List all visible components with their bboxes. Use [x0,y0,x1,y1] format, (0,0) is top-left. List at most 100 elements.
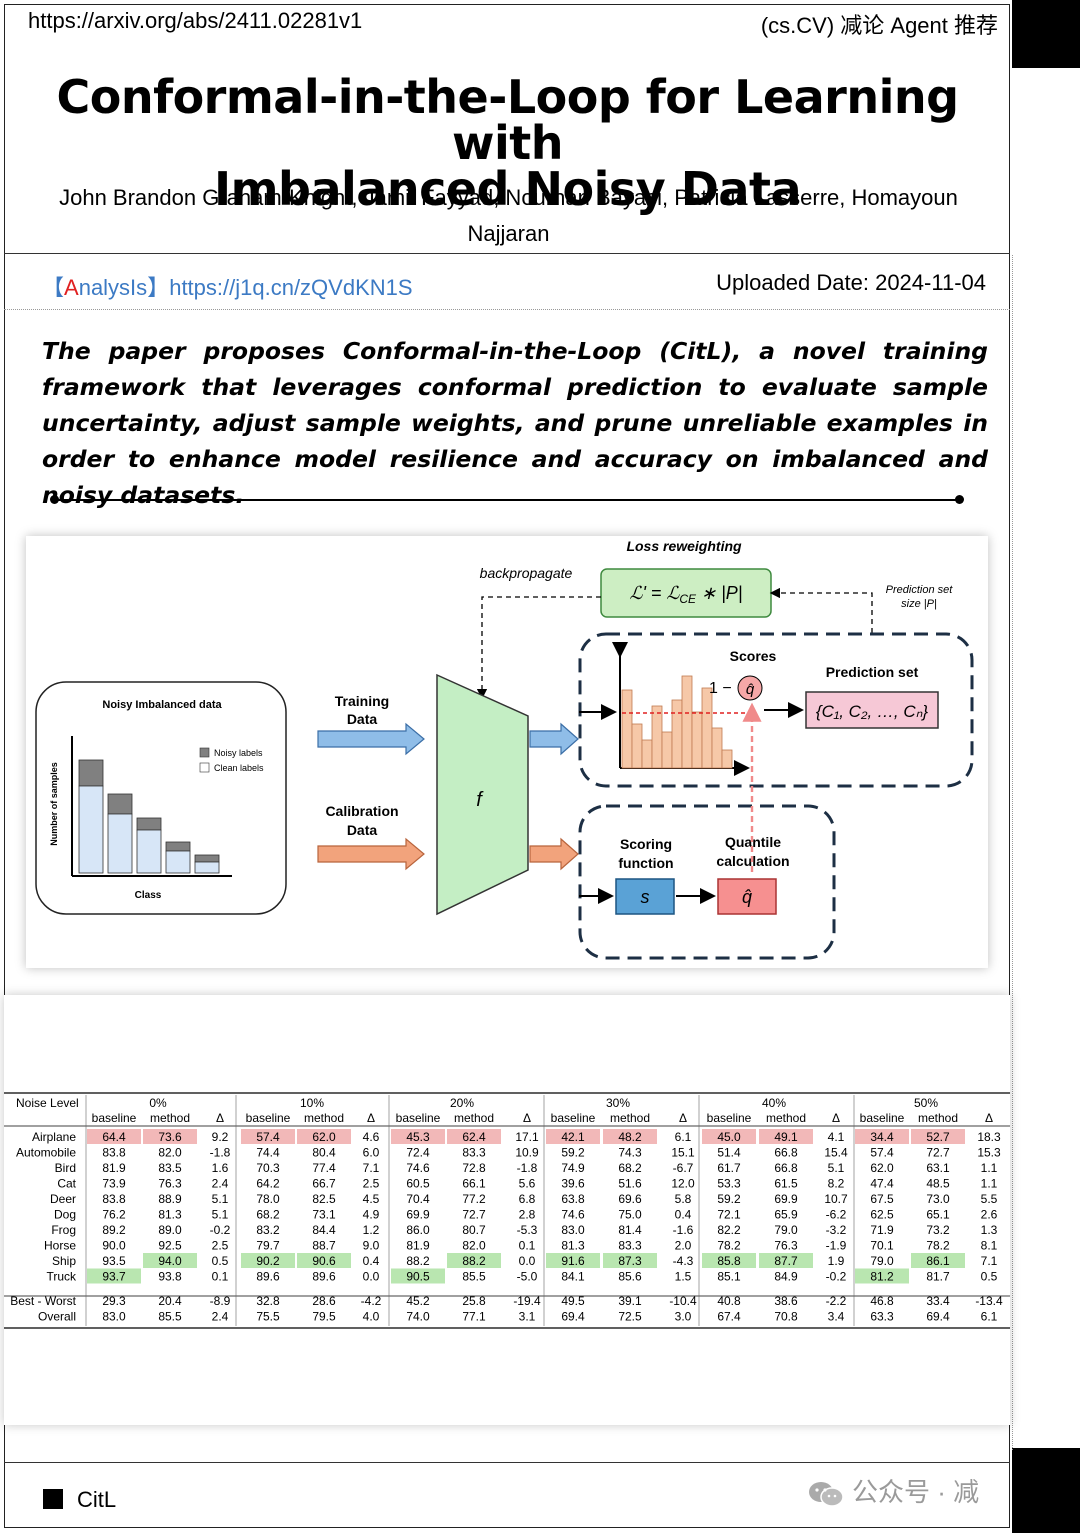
table-cell: -5.3 [517,1223,538,1237]
summary-cell: 74.0 [406,1310,430,1324]
table-cell: 51.4 [717,1146,741,1160]
summary-cell: 85.5 [158,1310,182,1324]
table-cell: 45.3 [406,1130,430,1144]
table-cell: 2.4 [212,1177,229,1191]
summary-cell: 3.1 [519,1310,536,1324]
highlight-cell [143,1253,197,1268]
summary-cell: 69.4 [561,1310,585,1324]
highlight-cell [702,1253,756,1268]
clean-bar-1 [78,785,104,874]
calib-label-1: Calibration [325,803,398,819]
summary-cell: 40.8 [717,1294,741,1308]
arxiv-url[interactable]: https://arxiv.org/abs/2411.02281v1 [28,8,363,33]
table-cell: 72.8 [462,1161,486,1175]
footer-label: CitL [77,1487,117,1512]
table-cell: 83.0 [561,1223,585,1237]
table-cell: 1.5 [675,1270,692,1284]
table-cell: 2.6 [981,1208,998,1222]
summary-cell: 46.8 [870,1294,894,1308]
legend-clean: Clean labels [214,763,264,773]
table-cell: 78.2 [926,1239,950,1253]
table-cell: 47.4 [870,1177,894,1191]
pred-set-box [805,691,939,729]
table-cell: 76.3 [774,1239,798,1253]
table-cell: 89.0 [158,1223,182,1237]
table-cell: 15.3 [977,1146,1001,1160]
highlight-cell [241,1253,295,1268]
scoring-box [615,878,675,915]
title-line-1: Conformal-in-the-Loop for Learning with [56,70,959,170]
table-cell: 80.7 [462,1223,486,1237]
table-cell: -6.2 [826,1208,847,1222]
f-out-arrow-top [529,722,579,756]
analysis-letter: A [64,275,79,300]
table-cell: 81.2 [870,1270,894,1284]
table-cell: 62.5 [870,1208,894,1222]
summary-cell: 4.0 [363,1310,380,1324]
table-cell: 1.9 [828,1254,845,1268]
paper-title: Conformal-in-the-Loop for Learning with … [10,74,1005,212]
summary-cell: 83.0 [102,1310,126,1324]
table-cell: 94.0 [158,1254,182,1268]
method-figure: Loss reweighting backpropagate ℒ' = ℒCE … [26,536,988,968]
summary-cell: 77.1 [462,1310,486,1324]
table-cell: 8.2 [828,1177,845,1191]
table-cell: 2.8 [519,1208,536,1222]
loss-title: Loss reweighting [626,538,742,554]
analysis-link[interactable]: 【AnalysIs】https://j1q.cn/zQVdKN1S [42,270,413,302]
table-cell: 48.5 [926,1177,950,1191]
training-label-2: Data [347,711,378,727]
scoring-symbol: s [641,887,650,907]
summary-cell: 6.1 [981,1310,998,1324]
highlight-cell [143,1129,197,1144]
loss-formula: ℒ' = ℒCE ∗ |P| [629,583,742,606]
analysis-url[interactable]: https://j1q.cn/zQVdKN1S [169,275,413,300]
subheader-baseline: baseline [396,1111,441,1125]
table-cell: -0.2 [210,1223,231,1237]
table-cell: 76.3 [158,1177,182,1191]
subheader-Δ: Δ [367,1111,375,1125]
table-cell: 83.5 [158,1161,182,1175]
footer-square-icon [43,1489,63,1509]
table-cell: 89.6 [312,1270,336,1284]
watermark-text: 公众号 · 减 [852,1477,980,1507]
corner-block-top [1012,0,1080,68]
figure-svg: Loss reweighting backpropagate ℒ' = ℒCE … [35,538,974,960]
table-cell: 85.6 [618,1270,642,1284]
page-frame [4,4,1010,1528]
table-cell: 66.8 [774,1161,798,1175]
prediction-dashed-box [578,632,974,788]
table-cell: 68.2 [618,1161,642,1175]
noise-level-5: 50% [914,1096,938,1110]
clean-bar-5 [194,861,220,874]
subheader-method: method [610,1111,650,1125]
table-cell: 90.5 [406,1270,430,1284]
table-cell: -1.6 [673,1223,694,1237]
table-cell: 82.2 [717,1223,741,1237]
table-cell: 88.2 [406,1254,430,1268]
table-cell: 1.2 [363,1223,380,1237]
table-cell: 73.9 [102,1177,126,1191]
table-cell: 81.3 [158,1208,182,1222]
pred-set-label: Prediction set [826,664,919,680]
pred-set-value: {C₁, C₂, …, Cₙ} [816,702,928,721]
table-cell: 70.3 [256,1161,280,1175]
table-cell: 52.7 [926,1130,950,1144]
legend-noisy: Noisy labels [214,748,263,758]
qhat-circle-label: q̂ [746,681,755,698]
highlight-cell [546,1253,600,1268]
table-cell: 63.1 [926,1161,950,1175]
table-cell: 87.3 [618,1254,642,1268]
summary-cell: 29.3 [102,1294,126,1308]
summary-cell: 38.6 [774,1294,798,1308]
table-cell: 82.5 [312,1192,336,1206]
table-cell: 69.9 [406,1208,430,1222]
qhat-circle [737,675,763,701]
calibration-dashed-box [578,804,836,960]
table-cell: 6.1 [675,1130,692,1144]
row-label: Automobile [16,1146,76,1160]
summary-cell: -10.4 [669,1294,697,1308]
table-cell: -3.2 [826,1223,847,1237]
highlight-cell [603,1129,657,1144]
table-cell: 34.4 [870,1130,894,1144]
